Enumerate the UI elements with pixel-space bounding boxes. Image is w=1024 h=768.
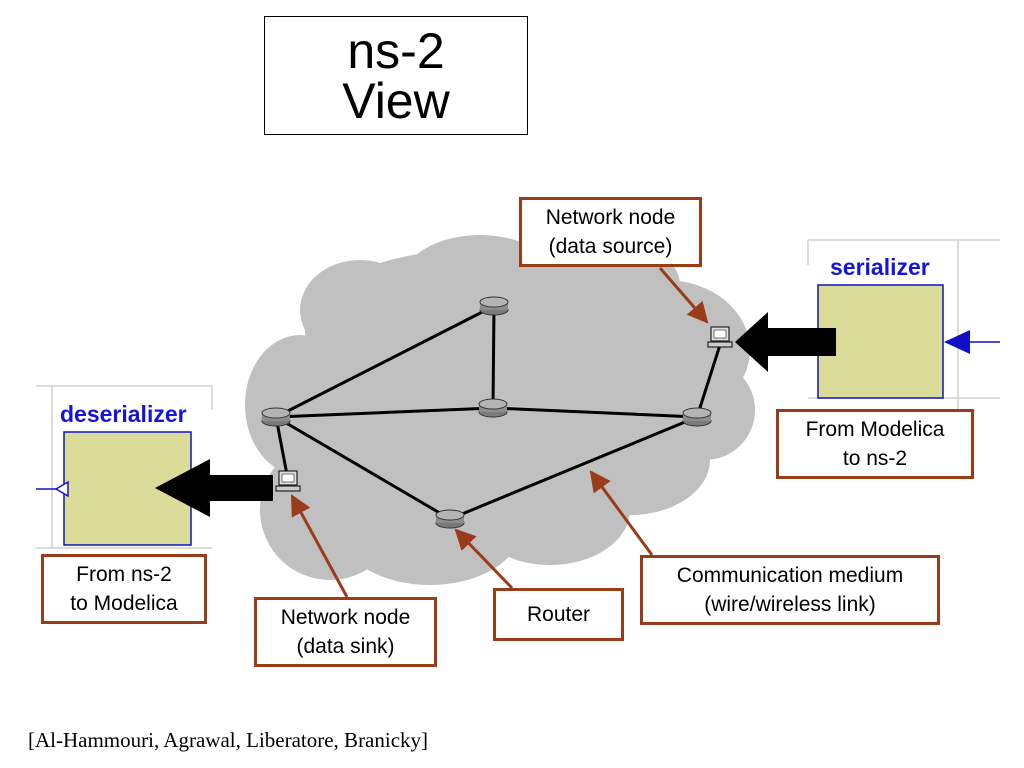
callout-text: to Modelica [70,592,178,615]
callout-text: Communication medium [676,564,904,587]
link-line [449,415,698,521]
serializer-box [817,284,944,399]
slide-title-line-1: ns-2 [347,22,445,79]
callout-modelica-to-ns2: From Modelica to ns-2 [776,409,974,479]
callout-text: Network node [280,606,411,629]
pointer-router [454,528,514,590]
link-line [492,406,698,419]
callout-data-source: Network node (data source) [519,197,702,267]
slide-title-box: ns-2 View [264,16,528,135]
input-port-icon [944,330,970,354]
callout-router: Router [493,588,624,641]
router-icon [479,296,509,316]
data-flow-arrow-out-of-ns2 [155,459,273,517]
router-icon [478,398,508,418]
link-line [275,304,495,419]
router-icon [261,407,291,427]
link-line [274,416,290,481]
data-flow-arrow-into-ns2 [735,312,836,372]
citation: [Al-Hammouri, Agrawal, Liberatore, Brani… [28,728,429,752]
serializer-label: serializer [830,254,930,280]
link-line [695,344,722,418]
callout-text: to ns-2 [842,447,908,470]
router-icon [682,407,712,427]
network-links [274,304,722,521]
pointer-data-sink [290,494,349,598]
callout-text: (wire/wireless link) [704,593,876,616]
serializer-block [807,239,1000,410]
computer-icon-source [707,326,733,348]
link-line [275,415,451,521]
callout-text: (data sink) [296,635,395,658]
callout-text: Network node [545,206,676,229]
pointer-data-source [658,267,709,324]
deserializer-label: deserializer [60,401,187,427]
callout-data-sink: Network node (data sink) [254,597,437,667]
pointer-medium [589,470,654,556]
link-line [491,305,496,409]
router-icon [435,509,465,529]
callout-pointers [290,267,709,598]
callout-ns2-to-modelica: From ns-2 to Modelica [41,554,207,624]
callout-text: From Modelica [805,418,945,441]
computer-icon-sink [275,470,301,492]
callout-medium: Communication medium (wire/wireless link… [640,555,940,625]
output-port-icon [54,480,69,498]
callout-text: Router [526,603,591,626]
callout-text: (data source) [548,235,673,258]
link-line [275,406,494,419]
slide-title-line-2: View [342,72,450,129]
callout-text: From ns-2 [76,563,172,586]
